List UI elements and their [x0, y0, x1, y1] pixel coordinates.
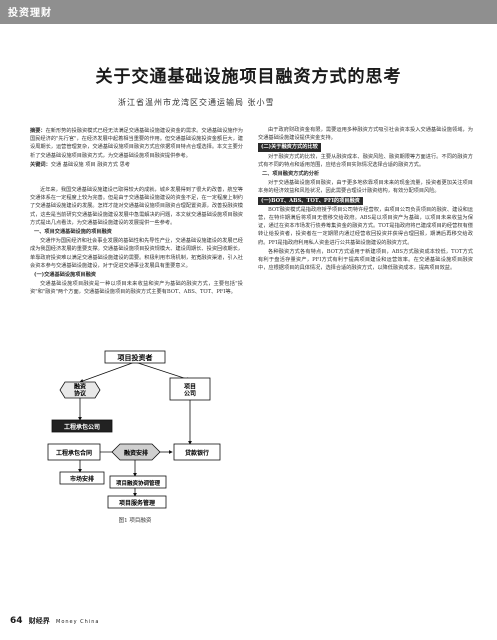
project-finance-diagram: 项目投资者 融资协议 项目公司 工程承包公司 工程承包合同 融资安排 贷款银行 … — [47, 350, 221, 509]
node-service — [107, 495, 167, 509]
keywords-label: 关键词： — [30, 161, 51, 168]
keywords-text: 交通 基础设施 项目 融资方式 思考 — [50, 161, 130, 168]
section-label: 投资理财 — [8, 8, 52, 19]
node-arrangement — [111, 443, 161, 461]
article-title: 关于交通基础设施项目融资方式的思考 — [95, 67, 402, 87]
intro-paragraph: 近年来，我国交通基础设施建设已取得较大的成就，城乡发展得到了很大的改善，航空等交… — [30, 187, 243, 226]
node-coordination — [109, 475, 167, 489]
right-paragraph-4: BOT融资模式是指政府授予项目公司特许经营权，由项目公司负责项目的融资、建设和运… — [258, 206, 473, 246]
node-bank-label: 贷款银行 — [184, 449, 209, 457]
figure-caption: 图1 项目融资 — [118, 518, 152, 524]
page-footer: 64 财经界 Money China — [10, 616, 99, 626]
right-column-body: 由于政府财政资金有限，需要运用多种融资方式吸引社会资本投入交通基础设施领域，为交… — [258, 126, 473, 273]
paragraph-2: 交通作为国民经济和社会事业发展的基础性和先导性产业，交通基础设施建设的发展已经成… — [30, 238, 243, 269]
top-banner: 投资理财 — [0, 0, 497, 24]
node-bank — [173, 443, 221, 461]
node-contractor — [51, 419, 113, 433]
node-agreement-label: 融资协议 — [74, 383, 87, 398]
article-author: 浙江省温州市龙湾区交通运输局 张小雪 — [118, 98, 275, 107]
magazine-name: 财经界 — [28, 617, 50, 625]
paragraph-3: 交通基础设施项目融资是一种以项目未来收益和资产为基础的融资方式，主要包括"投资"… — [30, 281, 243, 296]
node-service-label: 项目服务管理 — [119, 499, 155, 507]
node-agreement — [59, 381, 101, 399]
abstract-label: 摘要： — [30, 128, 46, 134]
node-coordination-label: 项目融资协调管理 — [116, 479, 161, 487]
right-paragraph-3: 对于交通基础设施项目融资，由于更多地依靠项目未来的现金流量，投资者更加关注项目本… — [258, 180, 473, 195]
node-investor-label: 项目投资者 — [118, 353, 153, 362]
boxed-heading-1: (二)关于融资方式的比较 — [258, 143, 321, 152]
node-investor — [104, 350, 166, 364]
node-contract-label: 工程承包合同 — [56, 449, 92, 457]
node-company-label: 项目公司 — [184, 383, 196, 398]
page-number: 64 — [10, 616, 23, 626]
abstract: 摘要：在新形势的投融资模式已经无法满足交通基础设施建设资金的需求。交通基础设施作… — [30, 127, 243, 170]
node-market-label: 市场安排 — [70, 475, 94, 483]
heading-1: 一、项目交通基础设施的项目融资 — [34, 229, 112, 236]
node-contractor-label: 工程承包公司 — [64, 423, 100, 431]
right-paragraph-2: 对于融资方式的比较，主要从融资成本、融资风险、融资期限等方面进行。不同的融资方式… — [258, 153, 473, 168]
node-contract — [47, 443, 101, 461]
heading-1-1: (一)交通基础设施项目融资 — [34, 272, 96, 279]
right-paragraph-1: 由于政府财政资金有限，需要运用多种融资方式吸引社会资本投入交通基础设施领域，为交… — [258, 127, 473, 142]
node-arrangement-label: 融资安排 — [124, 449, 148, 457]
boxed-heading-2: (一)BOT、ABS、TOT、PFI的项目融资 — [258, 196, 363, 205]
magazine-english: Money China — [56, 619, 100, 625]
right-paragraph-5: 各种融资方式各有特点，BOT方式适用于新建项目，ABS方式融资成本较低，TOT方… — [258, 248, 473, 272]
node-market — [59, 471, 105, 485]
left-column-body: 近年来，我国交通基础设施建设已取得较大的成就，城乡发展得到了很大的改善，航空等交… — [30, 186, 243, 298]
abstract-text: 在新形势的投融资模式已经无法满足交通基础设施建设资金的需求。交通基础设施作为国民… — [30, 128, 243, 159]
heading-2: 二、项目融资方式的分析 — [262, 171, 320, 178]
node-company — [169, 377, 211, 401]
